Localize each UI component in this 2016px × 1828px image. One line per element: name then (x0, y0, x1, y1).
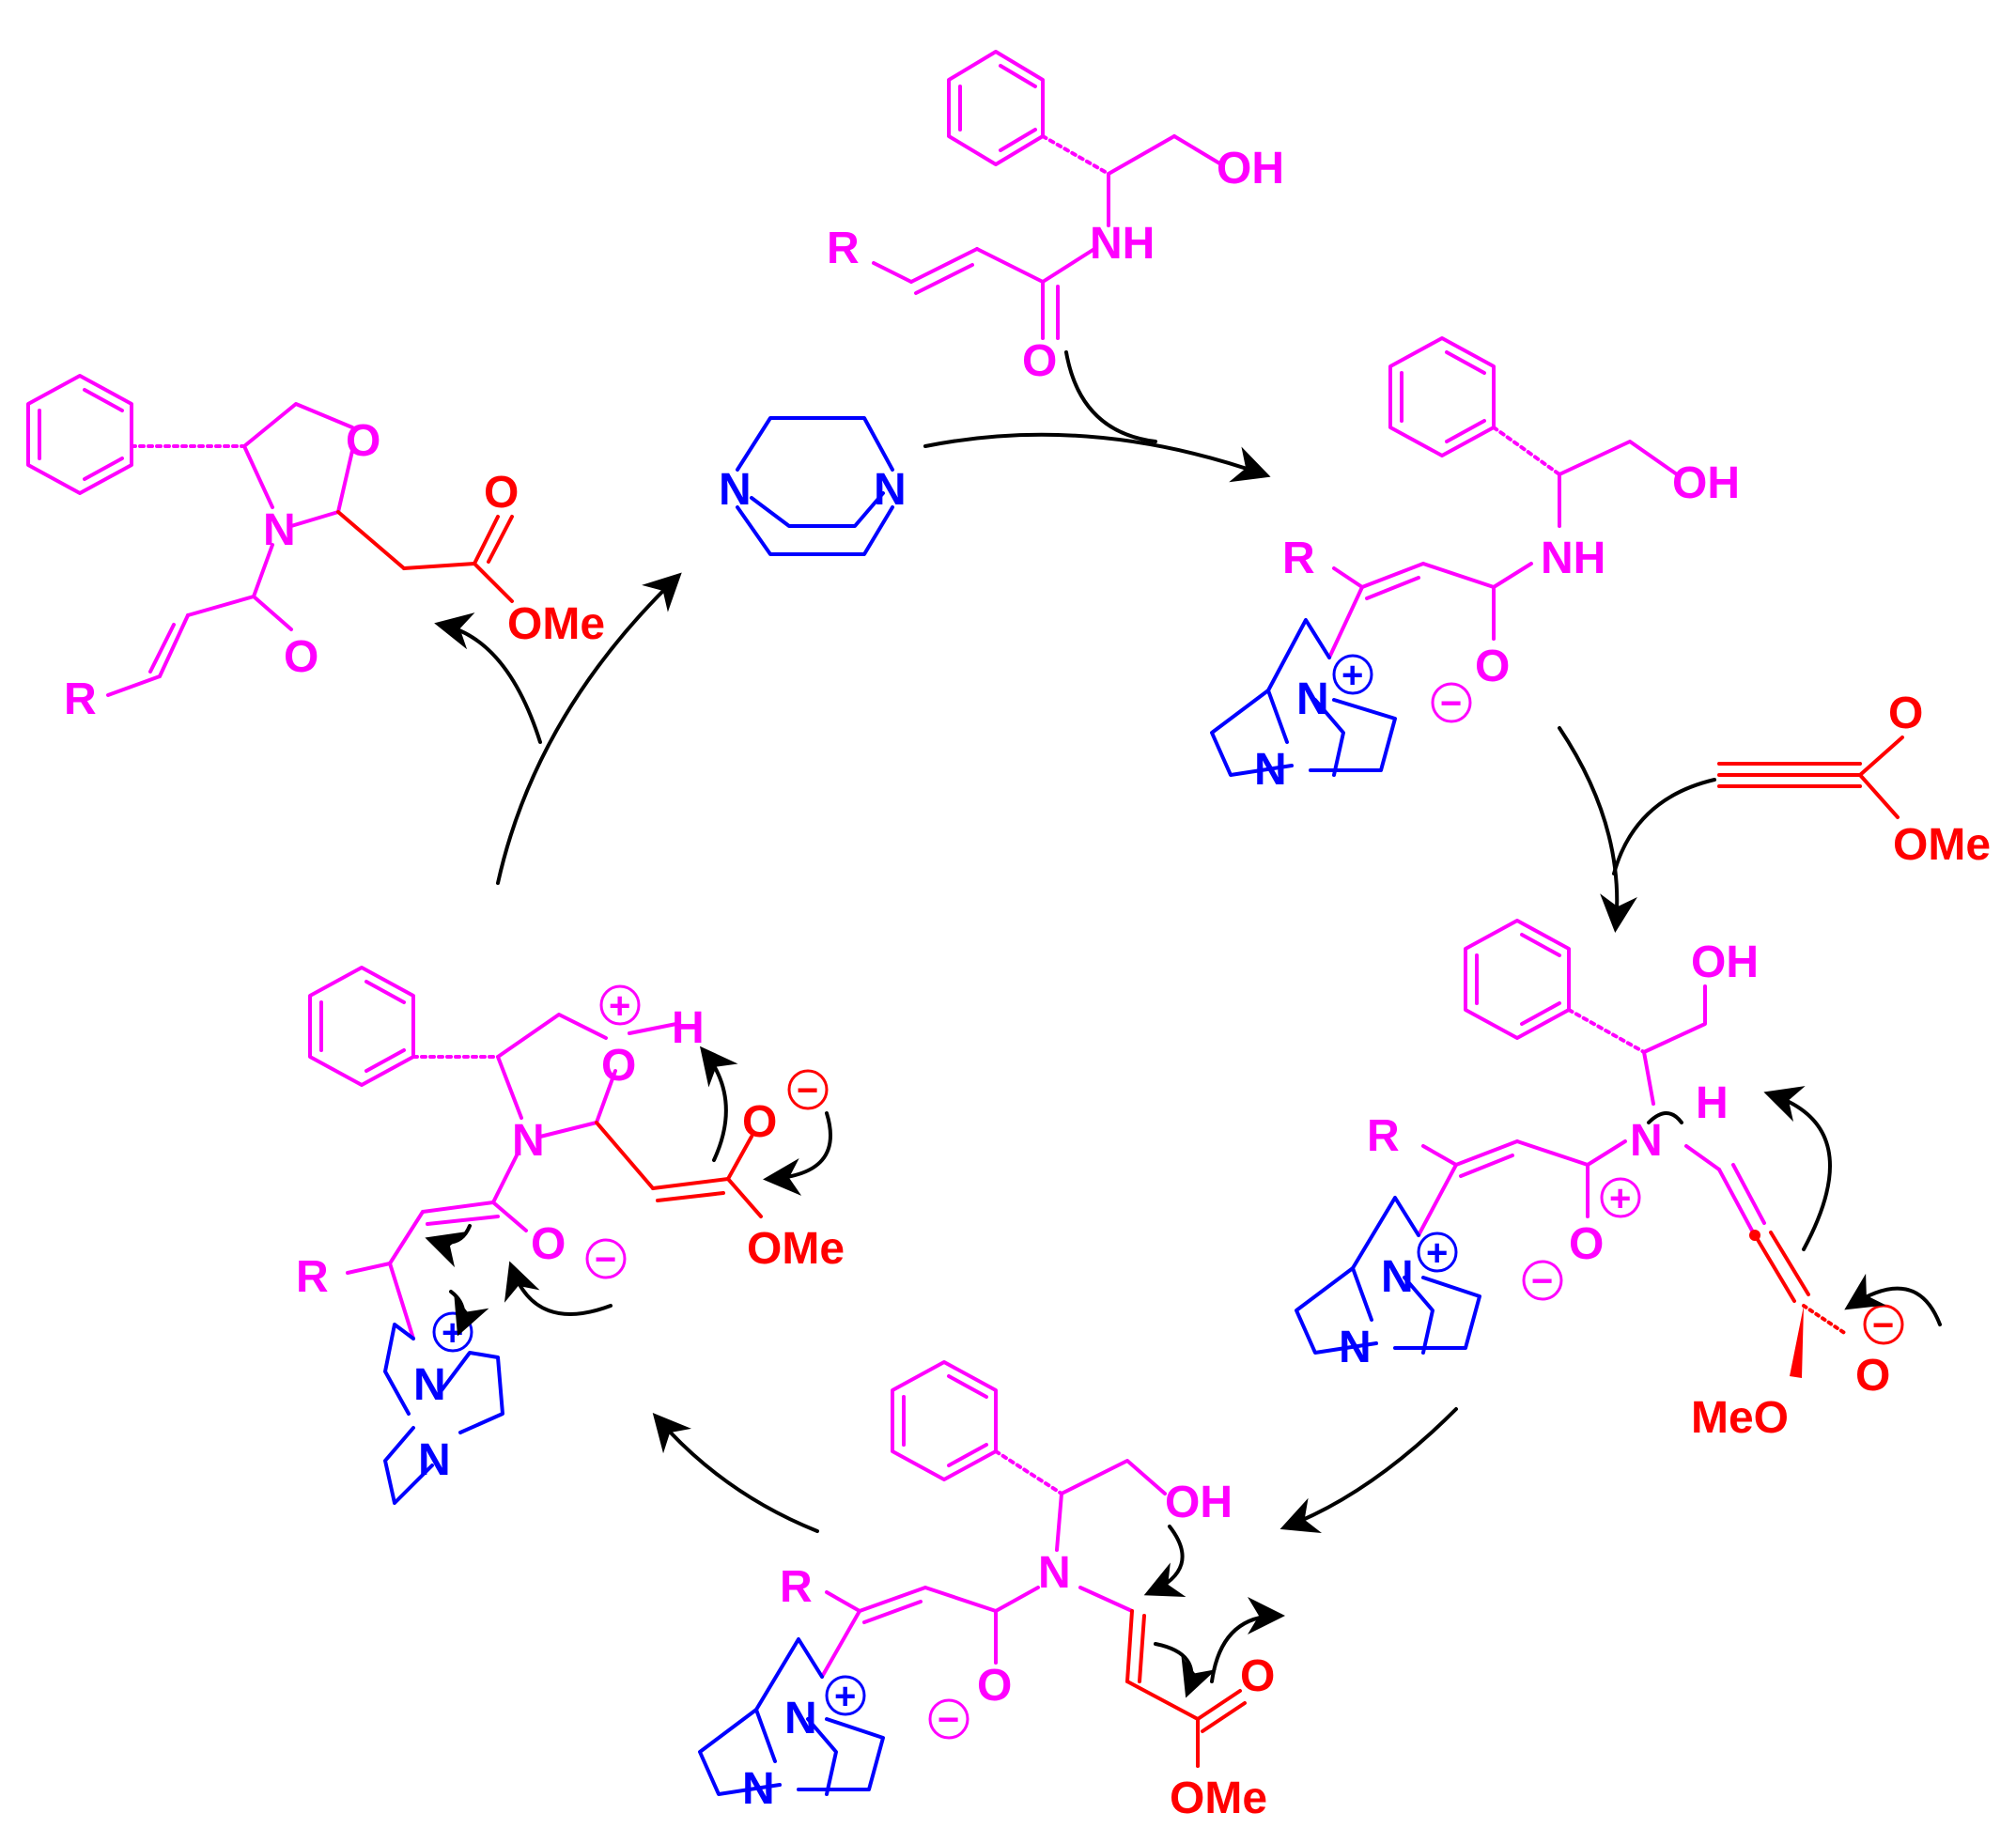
n-label: N (784, 1694, 817, 1743)
nh-label: NH (1090, 219, 1155, 269)
oxonium-o-label: O (601, 1041, 636, 1091)
n-label: N (874, 465, 907, 515)
h-label: H (1696, 1078, 1729, 1128)
carbonyl-o-label: O (1022, 336, 1057, 386)
r-label: R (1367, 1111, 1400, 1161)
dabco-catalyst: N N (719, 416, 907, 556)
r-label: R (827, 224, 860, 273)
oh-label: OH (1672, 458, 1740, 508)
r-label: R (64, 674, 97, 724)
n-label: N (1296, 674, 1329, 724)
minus-charge: − (797, 1070, 818, 1111)
ammonium-n-label: N (1630, 1116, 1663, 1166)
oh-label: OH (1691, 937, 1759, 987)
enolate-o-label: O (531, 1219, 566, 1269)
plus-charge: + (1426, 1232, 1448, 1274)
minus-charge: − (1872, 1305, 1894, 1346)
methyl-propiolate: O OMe (1717, 689, 1991, 870)
oxazolidine-product: O N O OMe O R (26, 374, 605, 724)
minus-charge: − (595, 1239, 616, 1280)
ome-label: OMe (1170, 1774, 1267, 1823)
plus-charge: + (609, 985, 630, 1027)
ring-n-label: N (263, 505, 296, 555)
plus-charge: + (1609, 1178, 1631, 1219)
ester-o-label: O (1240, 1651, 1275, 1701)
oh-label: OH (1165, 1478, 1233, 1527)
ome-label: OMe (747, 1224, 845, 1274)
minus-charge: − (1531, 1261, 1553, 1302)
n-label: N (1254, 745, 1287, 795)
ome-label: OMe (1893, 820, 1991, 870)
acyl-o-label: O (284, 632, 318, 682)
oxonium-intermediate: O H N O OMe O R N N + − − + (296, 966, 845, 1505)
ester-o-label: O (1888, 689, 1923, 738)
enolate-o-label: O (1475, 642, 1510, 691)
meo-label: MeO (1691, 1393, 1789, 1443)
mechanism-arrows (425, 1046, 1942, 1698)
h-label: H (672, 1003, 705, 1053)
zwitterion-enolate: OH NH O R N N + − (1210, 336, 1740, 795)
ring-o-label: O (346, 416, 380, 466)
enolate-o-label: O (742, 1097, 777, 1147)
plus-charge: + (834, 1676, 856, 1717)
ome-label: OMe (507, 599, 605, 649)
minus-charge: − (938, 1699, 959, 1741)
enolate-o-label: O (1569, 1219, 1604, 1269)
minus-charge: − (1440, 683, 1462, 724)
cycle-arrows (434, 350, 1716, 1534)
plus-charge: + (442, 1312, 463, 1354)
oh-label: OH (1217, 144, 1284, 194)
enamine-intermediate: OH N O R N N O OMe + − (698, 1360, 1275, 1823)
n-label: N (719, 465, 752, 515)
n-label: N (418, 1435, 451, 1485)
allenoate-intermediate: OH N H O R N N O MeO + + − − (1295, 919, 1904, 1443)
r-label: R (296, 1252, 329, 1302)
enolate-o-label: O (977, 1661, 1012, 1711)
plus-charge: + (1341, 655, 1363, 696)
ester-o-label: O (484, 468, 519, 518)
n-label: N (1038, 1548, 1071, 1598)
enolate-o-label: O (1855, 1351, 1890, 1401)
n-label: N (1381, 1252, 1414, 1302)
r-label: R (1282, 534, 1315, 583)
n-label: N (413, 1360, 446, 1410)
n-label: N (742, 1764, 775, 1814)
nh-label: NH (1541, 534, 1605, 583)
ring-n-label: N (512, 1116, 545, 1166)
starting-amide: OH NH O R (827, 50, 1284, 386)
n-label: N (1339, 1323, 1372, 1372)
r-label: R (780, 1562, 813, 1612)
